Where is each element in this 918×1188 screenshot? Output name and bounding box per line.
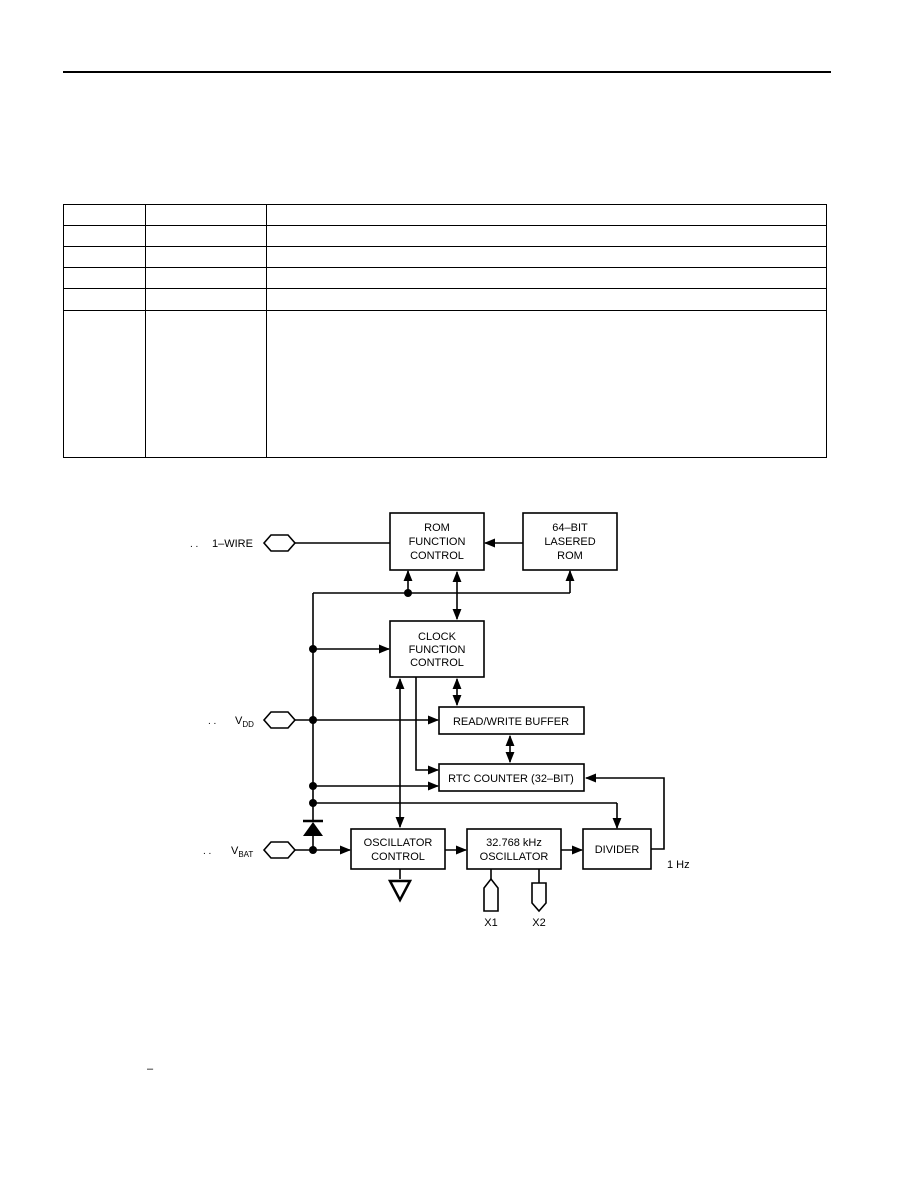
x1-label: X1 — [484, 917, 497, 929]
lasered-rom-label-3: ROM — [557, 550, 583, 562]
one-wire-pin — [262, 534, 297, 552]
pin-description-table — [63, 203, 827, 458]
oscillator-control-label-1: OSCILLATOR — [364, 837, 433, 849]
vbat-label-main: V — [231, 845, 239, 857]
table-cell — [145, 310, 267, 458]
x1-pin — [483, 877, 499, 912]
table-cell — [266, 310, 827, 458]
vdd-label: VDD — [235, 715, 254, 729]
table-row — [63, 246, 827, 269]
table-row — [63, 310, 827, 458]
x2-label: X2 — [532, 917, 545, 929]
vdd-label-sub: DD — [242, 720, 254, 729]
table-cell — [266, 288, 827, 312]
x2-pin — [531, 882, 547, 913]
table-row — [63, 203, 827, 227]
vbat-label: VBAT — [231, 845, 253, 859]
divider-label: DIVIDER — [595, 844, 640, 856]
table-cell — [266, 267, 827, 290]
table-row — [63, 288, 827, 312]
oscillator-label-2: OSCILLATOR — [480, 851, 549, 863]
one-hz-label: 1 Hz — [667, 859, 690, 871]
leader-dots: . . — [203, 846, 211, 857]
junction-dot — [309, 645, 317, 653]
one-wire-label: 1–WIRE — [212, 538, 253, 550]
ground-symbol — [387, 879, 413, 903]
diode-icon — [303, 819, 323, 836]
leader-dots: . . — [208, 716, 216, 727]
junction-dot — [309, 716, 317, 724]
vdd-label-main: V — [235, 715, 243, 727]
read-write-buffer-label: READ/WRITE BUFFER — [453, 716, 569, 728]
clock-function-control-label-1: CLOCK — [418, 631, 457, 643]
clock-function-control-label-3: CONTROL — [410, 657, 464, 669]
junction-dot — [404, 589, 412, 597]
leader-dots: . . — [190, 539, 198, 550]
clock-function-control-label-2: FUNCTION — [409, 644, 466, 656]
vbat-label-sub: BAT — [238, 850, 253, 859]
junction-dot — [309, 846, 317, 854]
oscillator-control-label-2: CONTROL — [371, 851, 425, 863]
rtc-counter-block — [438, 763, 585, 792]
junction-dot — [309, 782, 317, 790]
rom-function-control-label-3: CONTROL — [410, 550, 464, 562]
junction-dot — [309, 799, 317, 807]
top-rule — [63, 71, 831, 73]
oscillator-block — [466, 828, 562, 870]
vdd-pin — [262, 711, 297, 729]
rom-function-control-label-1: ROM — [424, 522, 450, 534]
footnote-mark: – — [147, 1063, 154, 1075]
lasered-rom-label-1: 64–BIT — [552, 522, 588, 534]
rtc-counter-label: RTC COUNTER (32–BIT) — [448, 773, 574, 785]
clock-to-rtc — [415, 677, 440, 775]
vbat-pin — [262, 841, 297, 859]
lasered-rom-label-2: LASERED — [544, 536, 595, 548]
divider-to-rtc — [584, 773, 665, 850]
oscillator-control-block — [350, 828, 446, 870]
rom-function-control-label-2: FUNCTION — [409, 536, 466, 548]
table-row — [63, 267, 827, 290]
oscillator-label-1: 32.768 kHz — [486, 837, 542, 849]
